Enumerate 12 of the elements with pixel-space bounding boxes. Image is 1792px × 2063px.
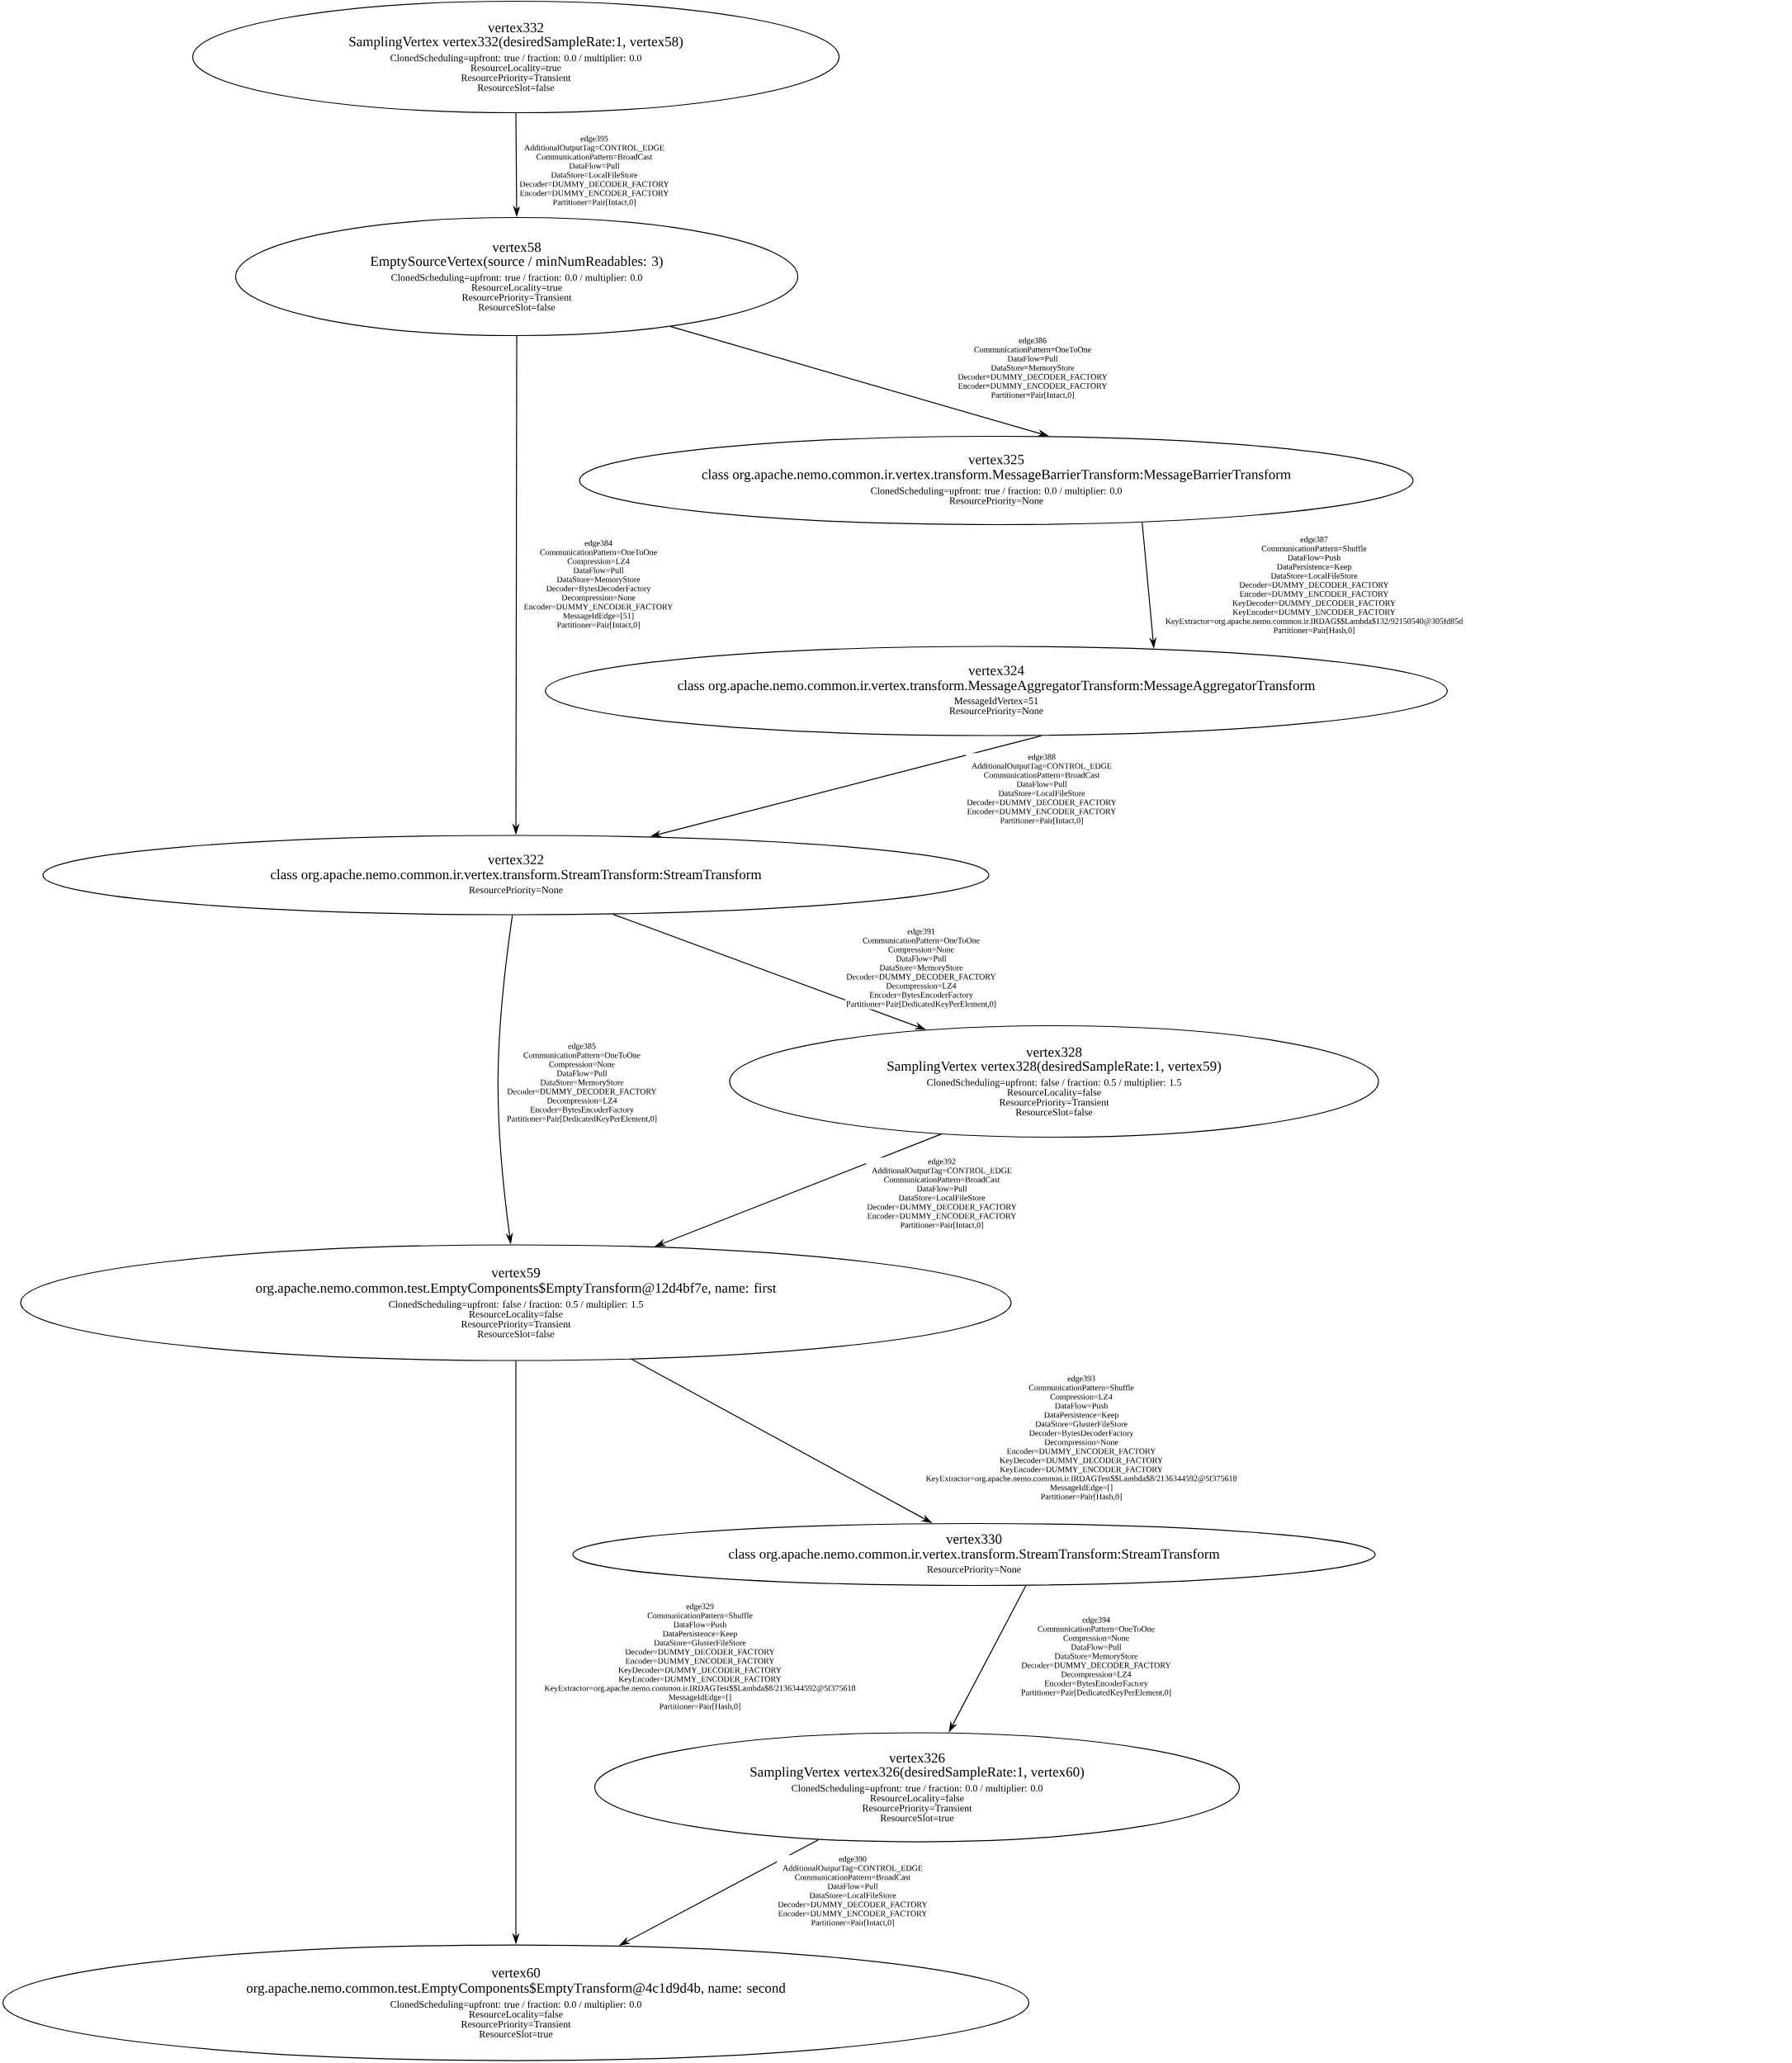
edge-label: edge392 AdditionalOutputTag=CONTROL_EDGE CommunicationPattern=BroadCast DataFlow=Pull DataStore=LocalFileStore Decoder=DUMMY_DECODER_FACTORY Encoder=DUMMY_ENCODER_FACTORY Partitioner=Pair[Intact,0]: [866, 1157, 1018, 1230]
edge-label: edge393 CommunicationPattern=Shuffle Compression=LZ4 DataFlow=Push DataPersistence=Keep DataStore=GlusterFileStore Decoder=BytesDecoderFactory Decompression=None Encoder=DUMMY_ENCODER_FACTORY KeyDecoder=DUMMY_DECODER_FACTORY KeyEncoder=DUMMY_ENCODER_FACTORY KeyExtractor=org.apache.nemo.common.ir.IRDAGTest$$Lambda$8/2136344592@5f375618 MessageIdEdge=[] Partitioner=Pair[Hash,0]: [924, 1375, 1238, 1502]
edge-label: edge384 CommunicationPattern=OneToOne Compression=LZ4 DataFlow=Pull DataStore=MemoryStore Decoder=BytesDecoderFactory Decompression=None Encoder=DUMMY_ENCODER_FACTORY MessageIdEdge=[51] Partitioner=Pair[Intact,0]: [522, 539, 674, 630]
edge-label: edge394 CommunicationPattern=OneToOne Compression=None DataFlow=Pull DataStore=MemoryStore Decoder=DUMMY_DECODER_FACTORY Decompression=LZ4 Encoder=BytesEncoderFactory Partitioner=Pair[DedicatedKeyPerElement,0]: [1020, 1616, 1172, 1698]
edge-label: edge387 CommunicationPattern=Shuffle DataFlow=Push DataPersistence=Keep DataStore=LocalFileStore Decoder=DUMMY_DECODER_FACTORY Encoder=DUMMY_ENCODER_FACTORY KeyDecoder=DUMMY_DECODER_FACTORY KeyEncoder=DUMMY_ENCODER_FACTORY KeyExtractor=org.apache.nemo.common.ir.IRDAG$$Lambda$132/92150540@305fd85d Partitioner=Pair[Hash,0]: [1164, 535, 1464, 636]
edge-label: edge329 CommunicationPattern=Shuffle DataFlow=Push DataPersistence=Keep DataStore=GlusterFileStore Decoder=DUMMY_DECODER_FACTORY Encoder=DUMMY_ENCODER_FACTORY KeyDecoder=DUMMY_DECODER_FACTORY KeyEncoder=DUMMY_ENCODER_FACTORY KeyExtractor=org.apache.nemo.common.ir.IRDAGTest$$Lambda$8/2136344592@5f375618 MessageIdEdge=[] Partitioner=Pair[Hash,0]: [543, 1602, 857, 1711]
edge-label: edge386 CommunicationPattern=OneToOne DataFlow=Pull DataStore=MemoryStore Decoder=DUMMY_DECODER_FACTORY Encoder=DUMMY_ENCODER_FACTORY Partitioner=Pair[Intact,0]: [957, 336, 1109, 400]
edge-label: edge385 CommunicationPattern=OneToOne Compression=None DataFlow=Pull DataStore=MemoryStore Decoder=DUMMY_DECODER_FACTORY Decompression=LZ4 Encoder=BytesEncoderFactory Partitioner=Pair[DedicatedKeyPerElement,0]: [506, 1042, 658, 1124]
edge-label: edge388 AdditionalOutputTag=CONTROL_EDGE CommunicationPattern=BroadCast DataFlow=Pull DataStore=LocalFileStore Decoder=DUMMY_DECODER_FACTORY Encoder=DUMMY_ENCODER_FACTORY Partitioner=Pair[Intact,0]: [966, 753, 1118, 826]
edge-label: edge391 CommunicationPattern=OneToOne Compression=None DataFlow=Pull DataStore=MemoryStore Decoder=DUMMY_DECODER_FACTORY Decompression=LZ4 Encoder=BytesEncoderFactory Partitioner=Pair[DedicatedKeyPerElement,0]: [845, 927, 997, 1010]
edge-label: edge390 AdditionalOutputTag=CONTROL_EDGE CommunicationPattern=BroadCast DataFlow=Pull DataStore=LocalFileStore Decoder=DUMMY_DECODER_FACTORY Encoder=DUMMY_ENCODER_FACTORY Partitioner=Pair[Intact,0]: [777, 1855, 929, 1928]
edge-label: edge395 AdditionalOutputTag=CONTROL_EDGE CommunicationPattern=BroadCast DataFlow=Pull DataStore=LocalFileStore Decoder=DUMMY_DECODER_FACTORY Encoder=DUMMY_ENCODER_FACTORY Partitioner=Pair[Intact,0]: [518, 135, 670, 207]
